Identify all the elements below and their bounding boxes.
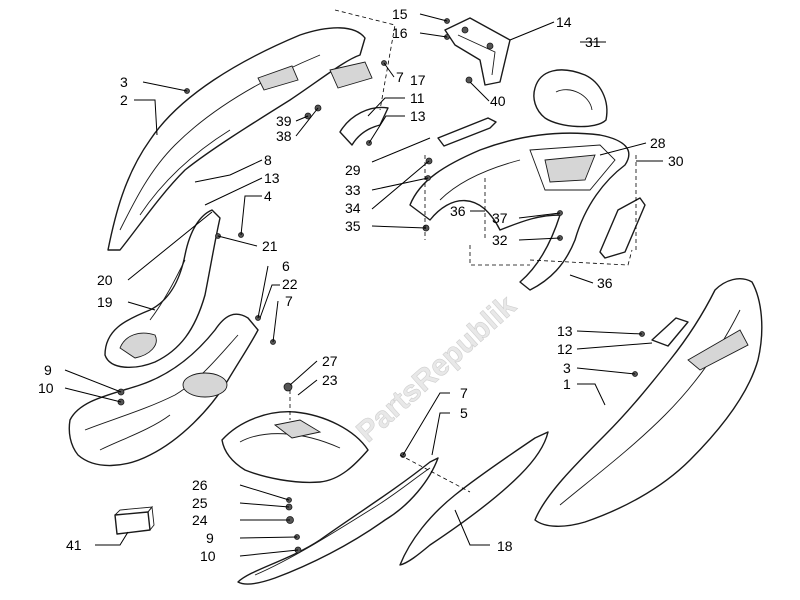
callout-6: 6 bbox=[282, 258, 290, 274]
callout-9a: 9 bbox=[44, 362, 52, 378]
callout-31: 31 bbox=[585, 34, 601, 50]
callout-24: 24 bbox=[192, 512, 208, 528]
callout-1: 1 bbox=[563, 376, 571, 392]
part-rear-carrier-28 bbox=[409, 132, 630, 291]
callout-30: 30 bbox=[668, 153, 684, 169]
part-side-strip-30 bbox=[599, 197, 646, 259]
callout-36a: 36 bbox=[450, 203, 466, 219]
callout-28: 28 bbox=[650, 135, 666, 151]
part-side-trim-18 bbox=[399, 431, 549, 566]
part-rear-side-panel-upper bbox=[107, 27, 373, 251]
callout-labels: 1 2 3 3 4 5 6 7 7 7 8 9 9 10 10 11 12 13… bbox=[38, 6, 684, 564]
fasteners bbox=[117, 18, 645, 554]
callout-5: 5 bbox=[460, 405, 468, 421]
part-floor-tray-23 bbox=[221, 411, 369, 484]
part-lower-sill bbox=[237, 457, 439, 585]
callout-13c: 13 bbox=[557, 323, 573, 339]
assembly-lines bbox=[289, 9, 637, 493]
callout-27: 27 bbox=[322, 353, 338, 369]
callout-10a: 10 bbox=[38, 380, 54, 396]
leader-lines bbox=[64, 13, 663, 557]
watermark-text: PartsRepublik bbox=[350, 289, 522, 449]
callout-39: 39 bbox=[276, 113, 292, 129]
callout-26: 26 bbox=[192, 477, 208, 493]
callout-17: 17 bbox=[410, 72, 426, 88]
part-bracket-14 bbox=[444, 17, 511, 86]
callout-33: 33 bbox=[345, 182, 361, 198]
callout-2: 2 bbox=[120, 92, 128, 108]
callout-7a: 7 bbox=[396, 69, 404, 85]
callout-29: 29 bbox=[345, 162, 361, 178]
callout-11: 11 bbox=[410, 90, 425, 106]
callout-32: 32 bbox=[492, 232, 508, 248]
part-handle-pad-31 bbox=[533, 69, 608, 128]
part-insert-12 bbox=[651, 317, 689, 347]
callout-13b: 13 bbox=[264, 170, 280, 186]
callout-3b: 3 bbox=[563, 360, 571, 376]
callout-14: 14 bbox=[556, 14, 572, 30]
part-trim-strip bbox=[437, 117, 497, 147]
part-block-41 bbox=[114, 505, 155, 535]
callout-18: 18 bbox=[497, 538, 513, 554]
callout-10b: 10 bbox=[200, 548, 216, 564]
callout-7b: 7 bbox=[285, 293, 293, 309]
callout-7c: 7 bbox=[460, 385, 468, 401]
callout-25: 25 bbox=[192, 495, 208, 511]
part-clip-11 bbox=[339, 106, 389, 146]
callout-12: 12 bbox=[557, 341, 573, 357]
callout-22: 22 bbox=[282, 276, 298, 292]
callout-38: 38 bbox=[276, 128, 292, 144]
callout-16: 16 bbox=[392, 25, 408, 41]
callout-20: 20 bbox=[97, 272, 113, 288]
callout-23: 23 bbox=[322, 372, 338, 388]
callout-4: 4 bbox=[264, 188, 272, 204]
callout-41: 41 bbox=[66, 537, 82, 553]
callout-21: 21 bbox=[262, 238, 278, 254]
callout-13a: 13 bbox=[410, 108, 426, 124]
callout-9b: 9 bbox=[206, 530, 214, 546]
callout-34: 34 bbox=[345, 200, 361, 216]
callout-35: 35 bbox=[345, 218, 361, 234]
callout-37: 37 bbox=[492, 210, 508, 226]
callout-40: 40 bbox=[490, 93, 506, 109]
part-lower-body-shell bbox=[68, 313, 259, 467]
part-side-shield-19 bbox=[104, 209, 221, 368]
callout-36b: 36 bbox=[597, 275, 613, 291]
callout-3a: 3 bbox=[120, 74, 128, 90]
callout-15: 15 bbox=[392, 6, 408, 22]
callout-8: 8 bbox=[264, 152, 272, 168]
callout-19: 19 bbox=[97, 294, 113, 310]
part-right-side-panel-1 bbox=[534, 278, 763, 527]
